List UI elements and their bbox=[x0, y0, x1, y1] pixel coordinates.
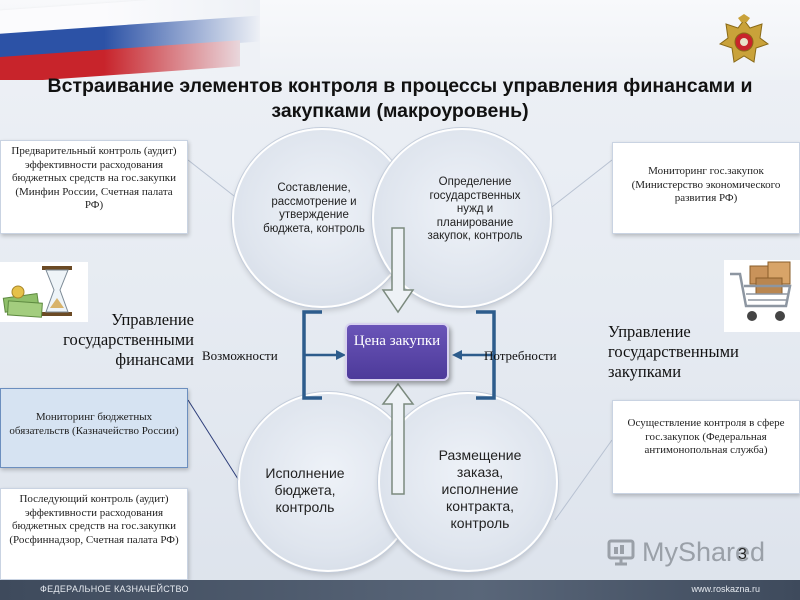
circle-order-placement bbox=[378, 392, 558, 572]
page-number: 3 bbox=[738, 546, 747, 563]
right-bracket-icon bbox=[452, 310, 496, 400]
box-fas-control: Осуществление контроля в сфере гос.закуп… bbox=[612, 400, 800, 494]
box-post-control: Последующий контроль (аудит) эффективнос… bbox=[0, 488, 188, 580]
footer-left-text: ФЕДЕРАЛЬНОЕ КАЗНАЧЕЙСТВО bbox=[40, 584, 189, 594]
label-procurement-management: Управление государственными закупками bbox=[608, 322, 739, 381]
footer-right-text: www.roskazna.ru bbox=[691, 584, 760, 594]
label-needs: Потребности bbox=[484, 348, 557, 363]
box-budget-monitoring: Мониторинг бюджетных обязательств (Казна… bbox=[0, 388, 188, 468]
circle-budget-planning-text: Составление, рассмотрение и утверждение … bbox=[263, 182, 365, 235]
arrow-down-icon bbox=[381, 227, 415, 314]
footer-bar: ФЕДЕРАЛЬНОЕ КАЗНАЧЕЙСТВО www.roskazna.ru bbox=[0, 580, 800, 600]
arrow-up-icon bbox=[381, 382, 415, 495]
page-title: Встраивание элементов контроля в процесс… bbox=[47, 75, 753, 122]
box-procurement-monitoring: Мониторинг гос.закупок (Министерство эко… bbox=[612, 142, 800, 234]
circle-order-placement-text: Размещение заказа, исполнение контракта,… bbox=[438, 447, 522, 531]
label-finance-management: Управление государственными финансами bbox=[63, 310, 194, 369]
hourglass-money-icon bbox=[0, 262, 88, 322]
circle-needs-planning-text: Определение государственных нужд и плани… bbox=[427, 176, 523, 242]
center-price-box: Цена закупки bbox=[345, 323, 449, 381]
flag-banner bbox=[0, 0, 260, 80]
label-opportunities: Возможности bbox=[202, 348, 278, 363]
circle-budget-execution-text: Исполнение бюджета, контроль bbox=[265, 465, 345, 515]
box-preliminary-control: Предварительный контроль (аудит) эффекти… bbox=[0, 140, 188, 234]
watermark-text: MyShared bbox=[642, 536, 766, 567]
emblem-icon bbox=[716, 14, 772, 72]
myshared-watermark: MyShared bbox=[606, 534, 765, 570]
left-bracket-icon bbox=[302, 310, 346, 400]
myshared-logo-icon bbox=[607, 539, 635, 566]
shopping-cart-icon bbox=[724, 260, 800, 332]
